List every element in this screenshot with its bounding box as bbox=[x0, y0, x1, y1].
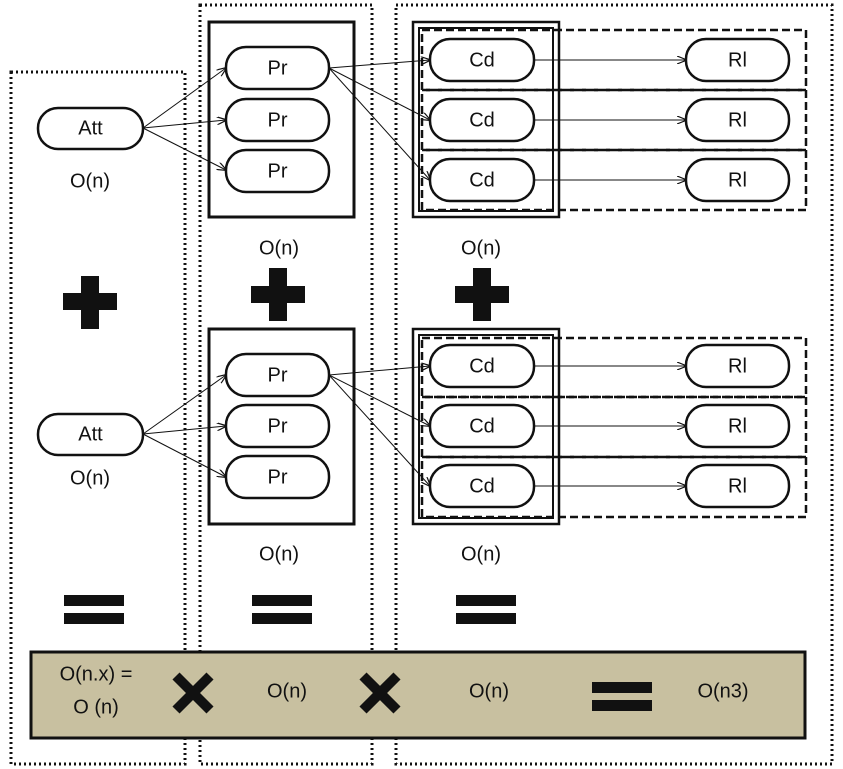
node-pr-label: Pr bbox=[268, 364, 288, 386]
node-pr-label: Pr bbox=[268, 57, 288, 79]
node-pr-label: Pr bbox=[268, 109, 288, 131]
column-cd-rl-boundary bbox=[394, 3, 834, 766]
node-cd-top-2: Cd bbox=[428, 97, 536, 143]
result-bar bbox=[29, 650, 807, 740]
times-symbol bbox=[359, 672, 401, 714]
node-pr-bottom-2: Pr bbox=[224, 403, 331, 449]
node-cd-top-3: Cd bbox=[428, 157, 536, 203]
node-cd-label: Cd bbox=[469, 109, 495, 131]
column-att-boundary bbox=[9, 70, 187, 766]
plus-symbol bbox=[63, 276, 117, 329]
edge-att-pr bbox=[142, 426, 226, 435]
node-cd-top-1: Cd bbox=[428, 37, 536, 83]
node-rl-top-3: Rl bbox=[684, 157, 791, 203]
node-cd-label: Cd bbox=[469, 49, 495, 71]
plus-symbol bbox=[251, 268, 305, 321]
edge-pr-cd bbox=[328, 67, 430, 180]
pr-group-bottom bbox=[207, 327, 356, 526]
node-pr-label: Pr bbox=[268, 160, 288, 182]
equals-symbol bbox=[456, 595, 516, 624]
node-rl-label: Rl bbox=[728, 169, 747, 191]
column-pr-boundary bbox=[198, 3, 374, 766]
complexity-label-att-bottom: O(n) bbox=[70, 467, 110, 489]
edge-att-pr bbox=[142, 120, 226, 129]
complexity-label-pr-bottom: O(n) bbox=[259, 543, 299, 565]
node-pr-label: Pr bbox=[268, 415, 288, 437]
edge-pr-cd bbox=[328, 366, 430, 376]
result-term2: O(n) bbox=[267, 680, 307, 702]
node-pr-label: Pr bbox=[268, 466, 288, 488]
result-term3: O(n) bbox=[469, 680, 509, 702]
edge-pr-cd bbox=[328, 60, 430, 69]
equals-symbol bbox=[64, 595, 124, 624]
times-symbol bbox=[172, 672, 214, 714]
node-cd-label: Cd bbox=[469, 475, 495, 497]
edge-pr-cd bbox=[328, 67, 430, 120]
edge-att-pr bbox=[142, 433, 226, 477]
complexity-label-cd-bottom: O(n) bbox=[461, 543, 501, 565]
node-rl-bottom-3: Rl bbox=[684, 463, 791, 509]
result-term1-line2: O (n) bbox=[73, 696, 119, 718]
node-cd-bottom-2: Cd bbox=[428, 403, 536, 449]
complexity-label-cd-top: O(n) bbox=[461, 237, 501, 259]
node-rl-bottom-1: Rl bbox=[684, 343, 791, 389]
complexity-label-att-top: O(n) bbox=[70, 170, 110, 192]
equals-symbol bbox=[592, 682, 652, 711]
node-cd-label: Cd bbox=[469, 355, 495, 377]
result-term1-line1: O(n.x) = bbox=[60, 663, 133, 685]
node-cd-bottom-1: Cd bbox=[428, 343, 536, 389]
node-rl-label: Rl bbox=[728, 49, 747, 71]
node-att-bottom: Att bbox=[36, 412, 145, 457]
pr-group-top bbox=[207, 20, 356, 219]
node-pr-top-1: Pr bbox=[224, 45, 331, 91]
result-final: O(n3) bbox=[697, 680, 748, 702]
node-pr-top-3: Pr bbox=[224, 148, 331, 194]
edge-att-pr bbox=[142, 68, 226, 129]
plus-symbol bbox=[455, 268, 509, 321]
node-rl-bottom-2: Rl bbox=[684, 403, 791, 449]
node-pr-bottom-3: Pr bbox=[224, 454, 331, 500]
edge-pr-cd bbox=[328, 374, 430, 486]
node-pr-top-2: Pr bbox=[224, 97, 331, 143]
node-cd-label: Cd bbox=[469, 169, 495, 191]
edge-pr-cd bbox=[328, 374, 430, 426]
node-rl-label: Rl bbox=[728, 415, 747, 437]
node-cd-label: Cd bbox=[469, 415, 495, 437]
node-att-top: Att bbox=[36, 106, 145, 151]
node-rl-label: Rl bbox=[728, 109, 747, 131]
node-rl-top-1: Rl bbox=[684, 37, 791, 83]
complexity-label-pr-top: O(n) bbox=[259, 237, 299, 259]
node-pr-bottom-1: Pr bbox=[224, 352, 331, 398]
node-rl-label: Rl bbox=[728, 475, 747, 497]
node-att-label: Att bbox=[78, 117, 103, 139]
edge-att-pr bbox=[142, 127, 226, 170]
node-rl-label: Rl bbox=[728, 355, 747, 377]
equals-symbol bbox=[252, 595, 312, 624]
node-cd-bottom-3: Cd bbox=[428, 463, 536, 509]
node-att-label: Att bbox=[78, 423, 103, 445]
node-rl-top-2: Rl bbox=[684, 97, 791, 143]
edge-att-pr bbox=[142, 375, 226, 435]
